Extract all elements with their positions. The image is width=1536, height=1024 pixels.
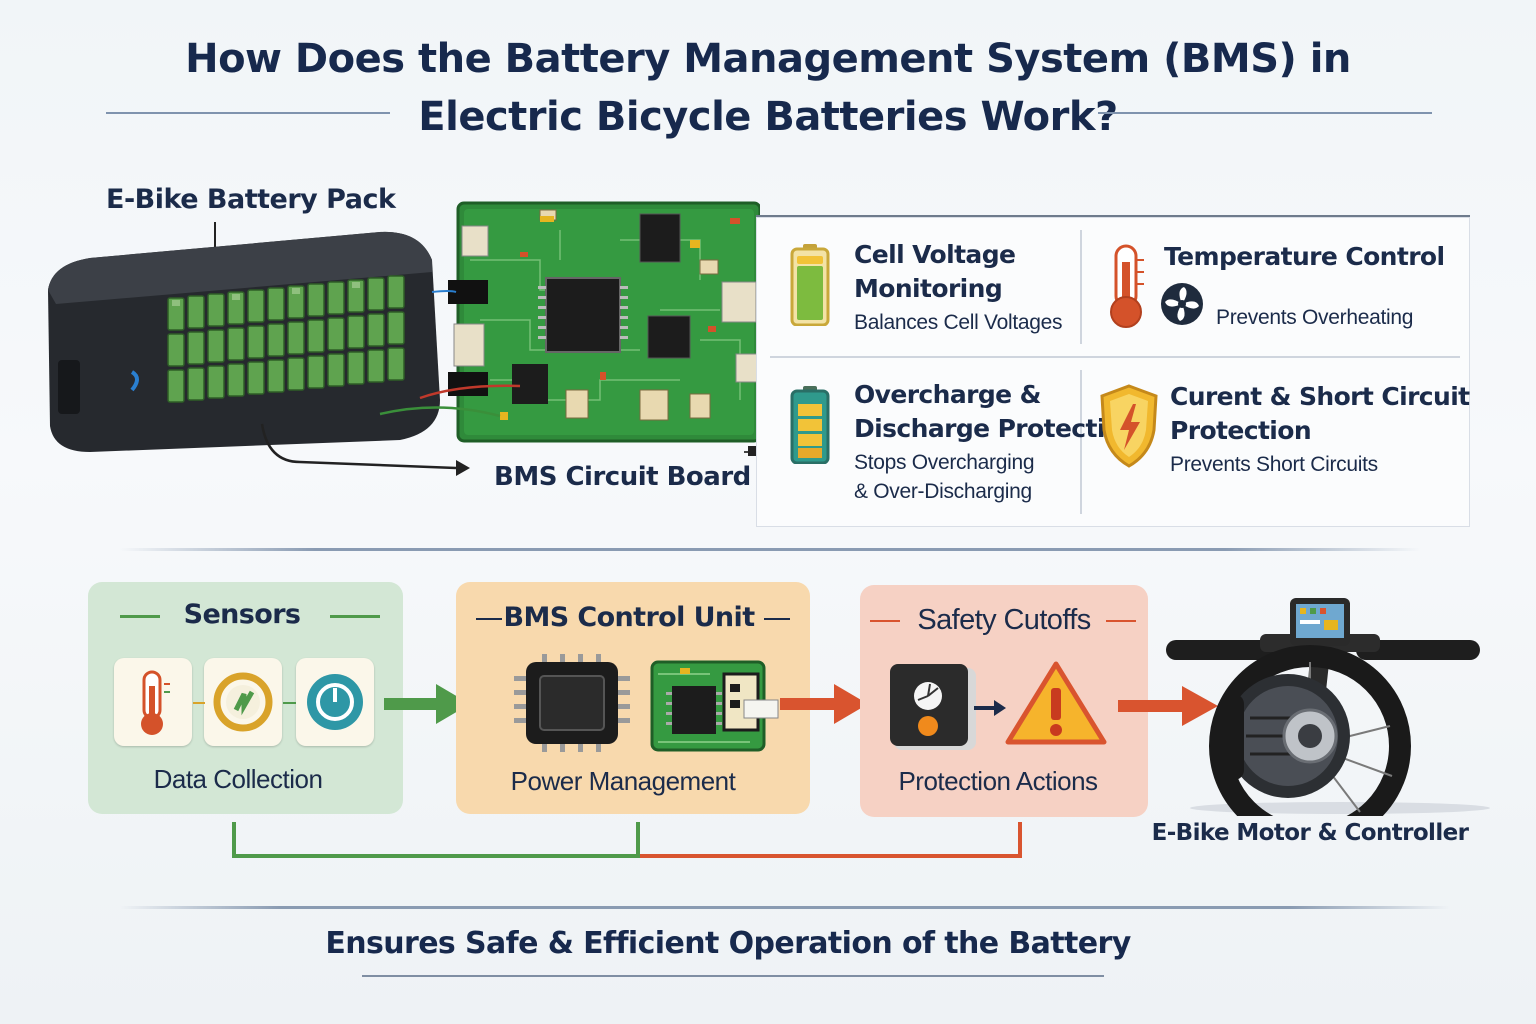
battery-level-icon [790, 244, 830, 327]
sensor-tile-voltage [204, 658, 282, 746]
feature-desc: Prevents Overheating [1216, 306, 1414, 329]
microchip-tile [512, 654, 632, 759]
feedback-line-green [232, 822, 236, 858]
red-arrow-icon [1118, 686, 1218, 726]
feedback-line-green [232, 854, 640, 858]
feature-short-circuit [1100, 384, 1158, 473]
sensor-tile-temperature [114, 658, 192, 746]
current-sensor-icon [307, 674, 363, 730]
motor-controller-label: E-Bike Motor & Controller [1151, 820, 1469, 846]
feature-short-circuit-text: Curent & Short Circuit Protection Preven… [1170, 380, 1470, 479]
warning-triangle-icon [1005, 661, 1107, 745]
cutoff-switch-tile [888, 664, 978, 759]
title-rule-right [1098, 112, 1432, 114]
feature-title: Protection [1170, 416, 1312, 445]
feedback-line-red [640, 854, 1022, 858]
title-line-1: How Does the Battery Management System (… [185, 36, 1351, 82]
shield-bolt-icon [1100, 384, 1158, 468]
feature-title: Monitoring [854, 274, 1003, 303]
safety-cutoffs-caption: Protection Actions [898, 766, 1098, 796]
feedback-line-red [1018, 822, 1022, 858]
heading-rule [1106, 620, 1136, 622]
heading-rule [330, 615, 380, 618]
cutoff-switch-icon [890, 664, 976, 750]
features-panel [756, 217, 1470, 527]
microchip-icon [514, 654, 630, 752]
page-title: How Does the Battery Management System (… [0, 30, 1536, 146]
voltage-sensor-icon [213, 672, 273, 732]
feature-title: Overcharge & [854, 380, 1041, 409]
thermometer-icon [141, 670, 170, 735]
battery-charge-icon [790, 386, 830, 465]
feature-desc: Prevents Short Circuits [1170, 453, 1378, 476]
section-divider [120, 548, 1420, 551]
heading-rule [476, 618, 502, 620]
features-divider-vertical-bottom [1080, 370, 1082, 514]
arrow-right-icon [974, 700, 1006, 716]
red-arrow-icon [780, 684, 868, 724]
sensors-heading: Sensors [183, 599, 301, 630]
bms-control-caption: Power Management [510, 766, 736, 796]
battery-pack-label: E-Bike Battery Pack [106, 184, 396, 215]
bms-board-label: BMS Circuit Board [494, 462, 751, 492]
warning-tile [1004, 660, 1108, 751]
feature-desc: Balances Cell Voltages [854, 311, 1063, 334]
sensors-caption: Data Collection [153, 764, 323, 794]
feature-title: Curent & Short Circuit [1170, 382, 1470, 411]
feature-cell-voltage-text: Cell Voltage Monitoring Balances Cell Vo… [854, 238, 1063, 337]
fan-icon [1160, 282, 1204, 331]
feature-overcharge [790, 386, 830, 469]
battery-pack-graphic [48, 231, 440, 452]
features-divider-horizontal [770, 356, 1460, 358]
feature-title: Temperature Control [1164, 242, 1445, 271]
battery-and-board-illustration [48, 201, 760, 476]
features-divider-vertical-top [1080, 230, 1082, 344]
feature-cell-voltage [790, 244, 830, 331]
feedback-line-green [636, 822, 640, 858]
feature-title: Cell Voltage [854, 240, 1016, 269]
features-top-rule [756, 215, 1470, 217]
feature-temperature [1106, 244, 1146, 335]
bms-control-heading: BMS Control Unit [503, 602, 755, 633]
ebike-motor-graphic [1166, 598, 1490, 816]
bms-board-graphic [448, 201, 760, 443]
title-line-2: Electric Bicycle Batteries Work? [418, 94, 1118, 140]
feature-desc: & Over-Discharging [854, 480, 1032, 503]
heading-rule [120, 615, 160, 618]
footer-rule [120, 906, 1450, 909]
feature-desc: Stops Overcharging [854, 451, 1035, 474]
tile-connector [283, 702, 296, 704]
title-rule-left [106, 112, 390, 114]
safety-cutoffs-heading: Safety Cutoffs [917, 604, 1091, 636]
footer-statement: Ensures Safe & Efficient Operation of th… [325, 926, 1131, 961]
heading-rule [764, 618, 790, 620]
feature-overcharge-text: Overcharge & Discharge Protection Stops … [854, 378, 1139, 506]
circuit-board-icon [650, 660, 779, 752]
board-tile [650, 660, 780, 757]
footer-underline [362, 975, 1104, 977]
heading-rule [870, 620, 900, 622]
tile-connector [193, 702, 205, 704]
sensor-tile-current [296, 658, 374, 746]
green-arrow-icon [384, 684, 470, 724]
feature-title: Discharge Protection [854, 414, 1139, 443]
thermometer-icon [1110, 244, 1144, 328]
